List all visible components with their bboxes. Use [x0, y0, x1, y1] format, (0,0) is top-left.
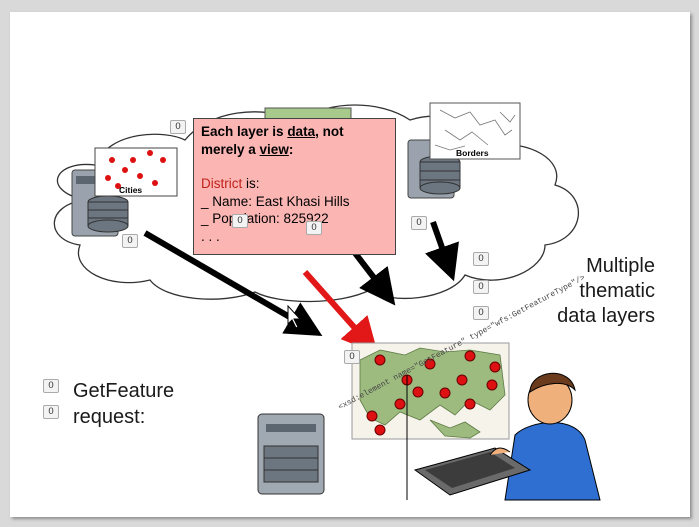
cities-label: Cities [119, 185, 143, 195]
mouse-cursor-icon [287, 304, 302, 329]
callout-population-line: _ Population: 825922 [201, 211, 329, 226]
callout-heading-line1: Each layer is data, not [201, 124, 344, 139]
callout-district-line: District is: [201, 176, 260, 191]
comment-tag[interactable]: 0 [306, 221, 322, 235]
getfeature-request-text: GetFeature request: [73, 380, 175, 428]
callout-data-word: data [287, 124, 316, 139]
callout-view-word: view [259, 141, 289, 157]
comment-tag[interactable]: 0 [43, 379, 59, 393]
callout-heading-line2: merely a view: [201, 141, 294, 157]
comment-tag[interactable]: 0 [473, 252, 489, 266]
comment-tag[interactable]: 0 [473, 306, 489, 320]
borders-map-thumbnail [429, 102, 521, 160]
client-server [257, 413, 325, 495]
arrow-cities [143, 230, 323, 337]
cities-map-thumbnail [94, 147, 178, 197]
callout-ellipsis: . . . [201, 228, 220, 244]
comment-tag[interactable]: 0 [122, 234, 138, 248]
arrow-borders [425, 220, 459, 282]
comment-tag[interactable]: 0 [170, 120, 186, 134]
arrow-request [302, 270, 378, 354]
comment-tag[interactable]: 0 [43, 405, 59, 419]
data-layer-callout: Each layer is data, not merely a view: D… [193, 118, 396, 255]
user-at-desk-clipart [406, 372, 601, 501]
callout-name-line: _ Name: East Khasi Hills [201, 193, 350, 209]
comment-tag[interactable]: 0 [473, 280, 489, 294]
comment-tag[interactable]: 0 [411, 216, 427, 230]
result-map [351, 342, 510, 440]
multiple-thematic-layers-text: Multiple thematic data layers [557, 255, 655, 327]
comment-tag[interactable]: 0 [344, 350, 360, 364]
comment-tag[interactable]: 0 [232, 214, 248, 228]
borders-label: Borders [456, 148, 489, 158]
